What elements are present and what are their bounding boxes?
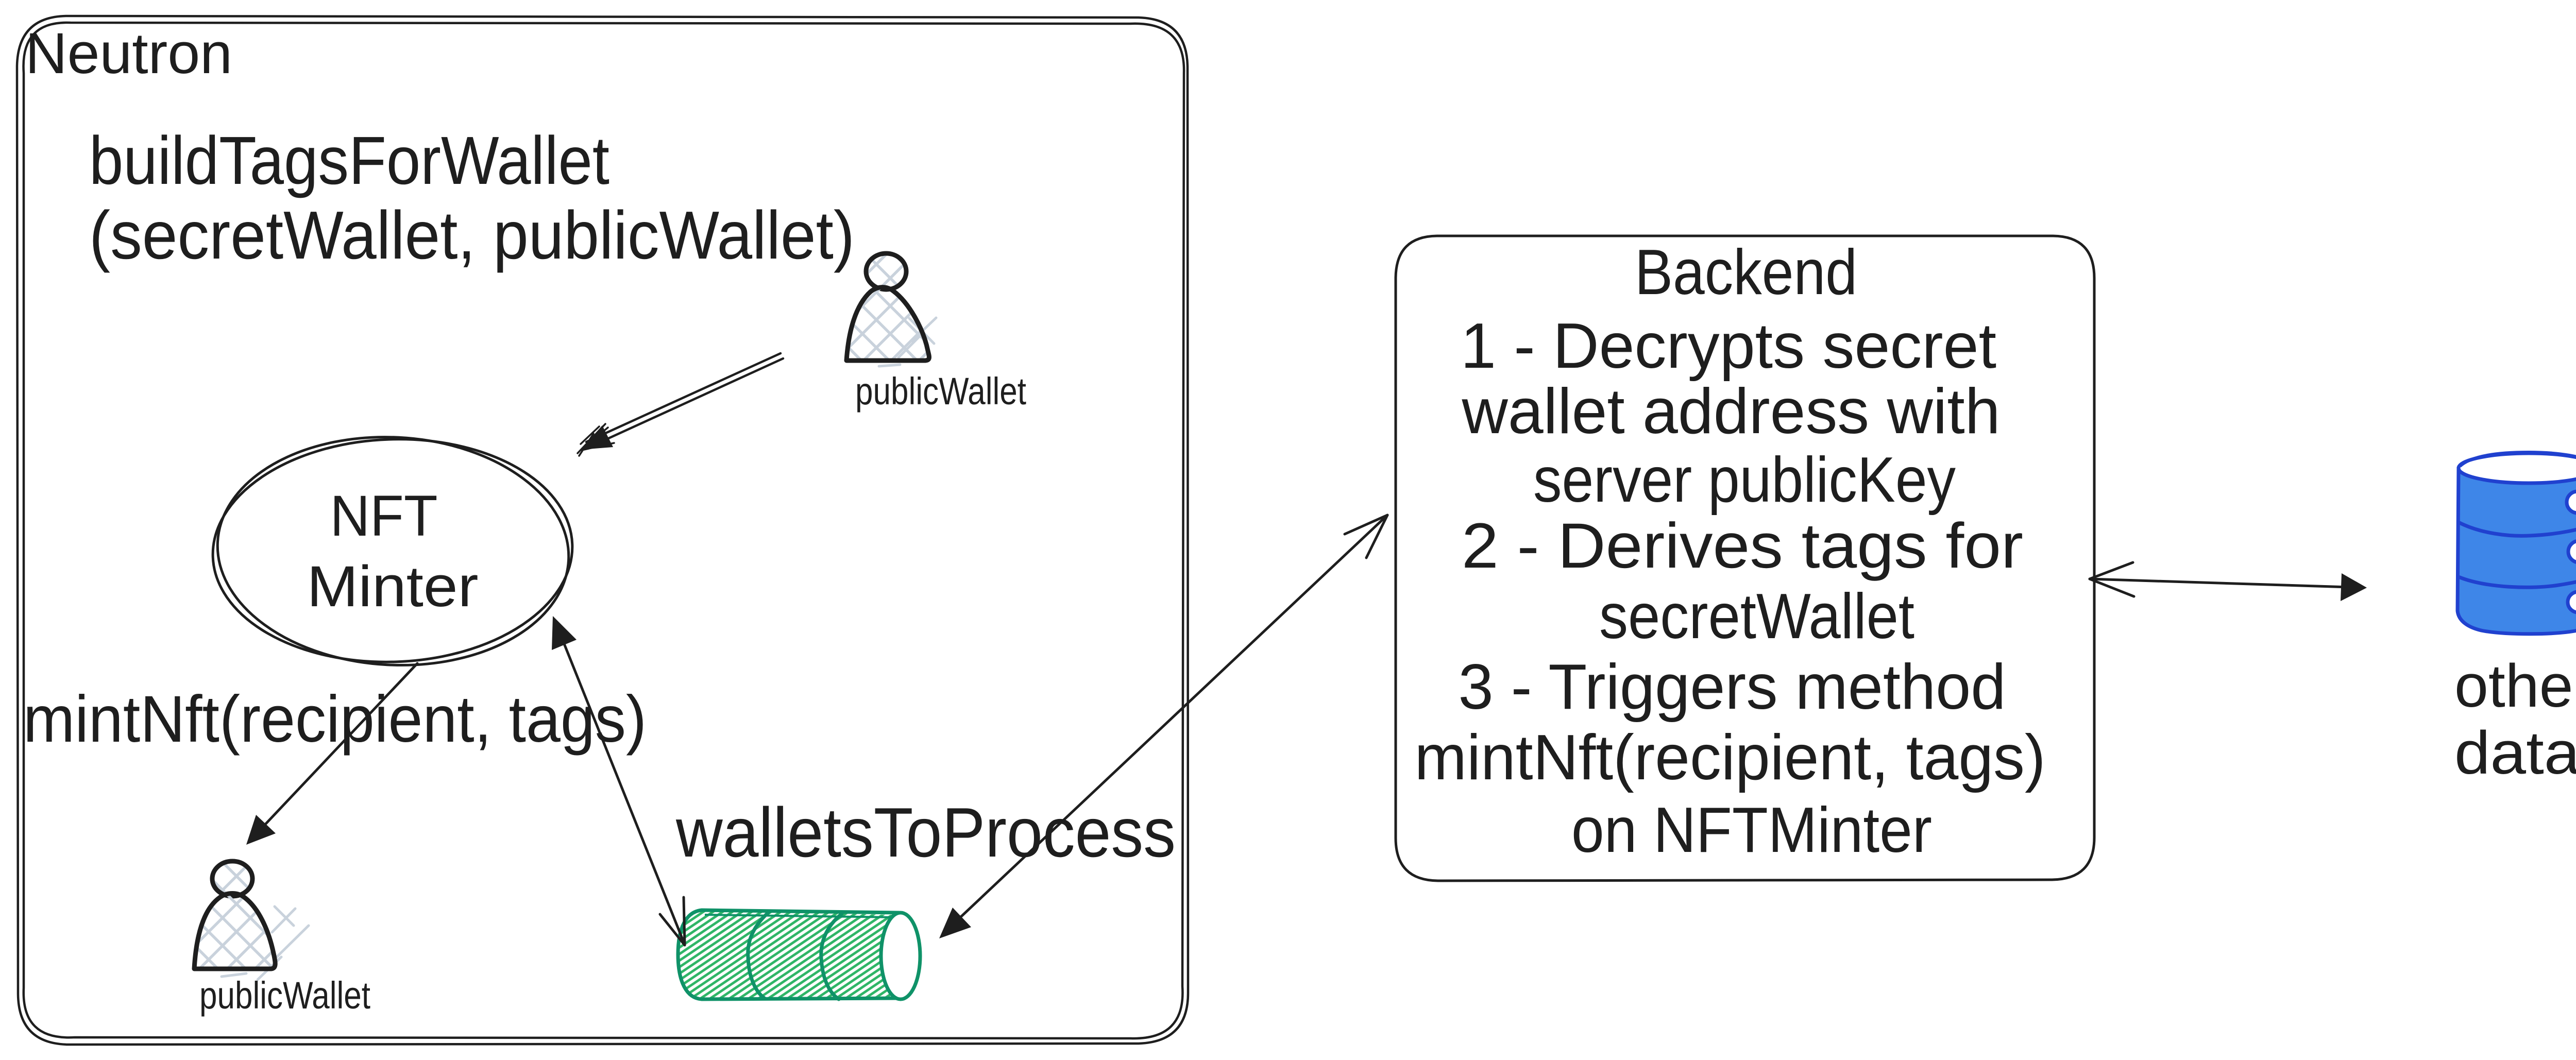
svg-text:Backend: Backend: [1635, 237, 1857, 308]
svg-text:Neutron: Neutron: [25, 21, 232, 86]
svg-text:on NFTMinter: on NFTMinter: [1571, 795, 1932, 866]
svg-text:wallet address with: wallet address with: [1462, 376, 2001, 447]
svg-text:1 - Decrypts secret: 1 - Decrypts secret: [1461, 311, 1996, 382]
svg-text:buildTagsForWallet: buildTagsForWallet: [89, 123, 609, 198]
svg-text:publicWallet: publicWallet: [855, 370, 1026, 413]
svg-text:Minter: Minter: [307, 554, 479, 619]
svg-text:data sources: data sources: [2454, 719, 2576, 787]
svg-text:(secretWallet, publicWallet): (secretWallet, publicWallet): [89, 197, 855, 273]
svg-text:server publicKey: server publicKey: [1533, 444, 1956, 516]
svg-text:3 - Triggers method: 3 - Triggers method: [1459, 652, 2006, 723]
svg-text:publicWallet: publicWallet: [199, 974, 370, 1017]
svg-text:2 - Derives tags for: 2 - Derives tags for: [1462, 510, 2023, 582]
svg-text:other: other: [2454, 652, 2576, 720]
svg-text:mintNft(recipient, tags): mintNft(recipient, tags): [1415, 722, 2046, 793]
svg-text:secretWallet: secretWallet: [1599, 581, 1914, 652]
svg-text:NFT: NFT: [330, 484, 438, 548]
svg-text:mintNft(recipient, tags): mintNft(recipient, tags): [23, 682, 647, 756]
svg-text:walletsToProcess: walletsToProcess: [675, 793, 1176, 871]
